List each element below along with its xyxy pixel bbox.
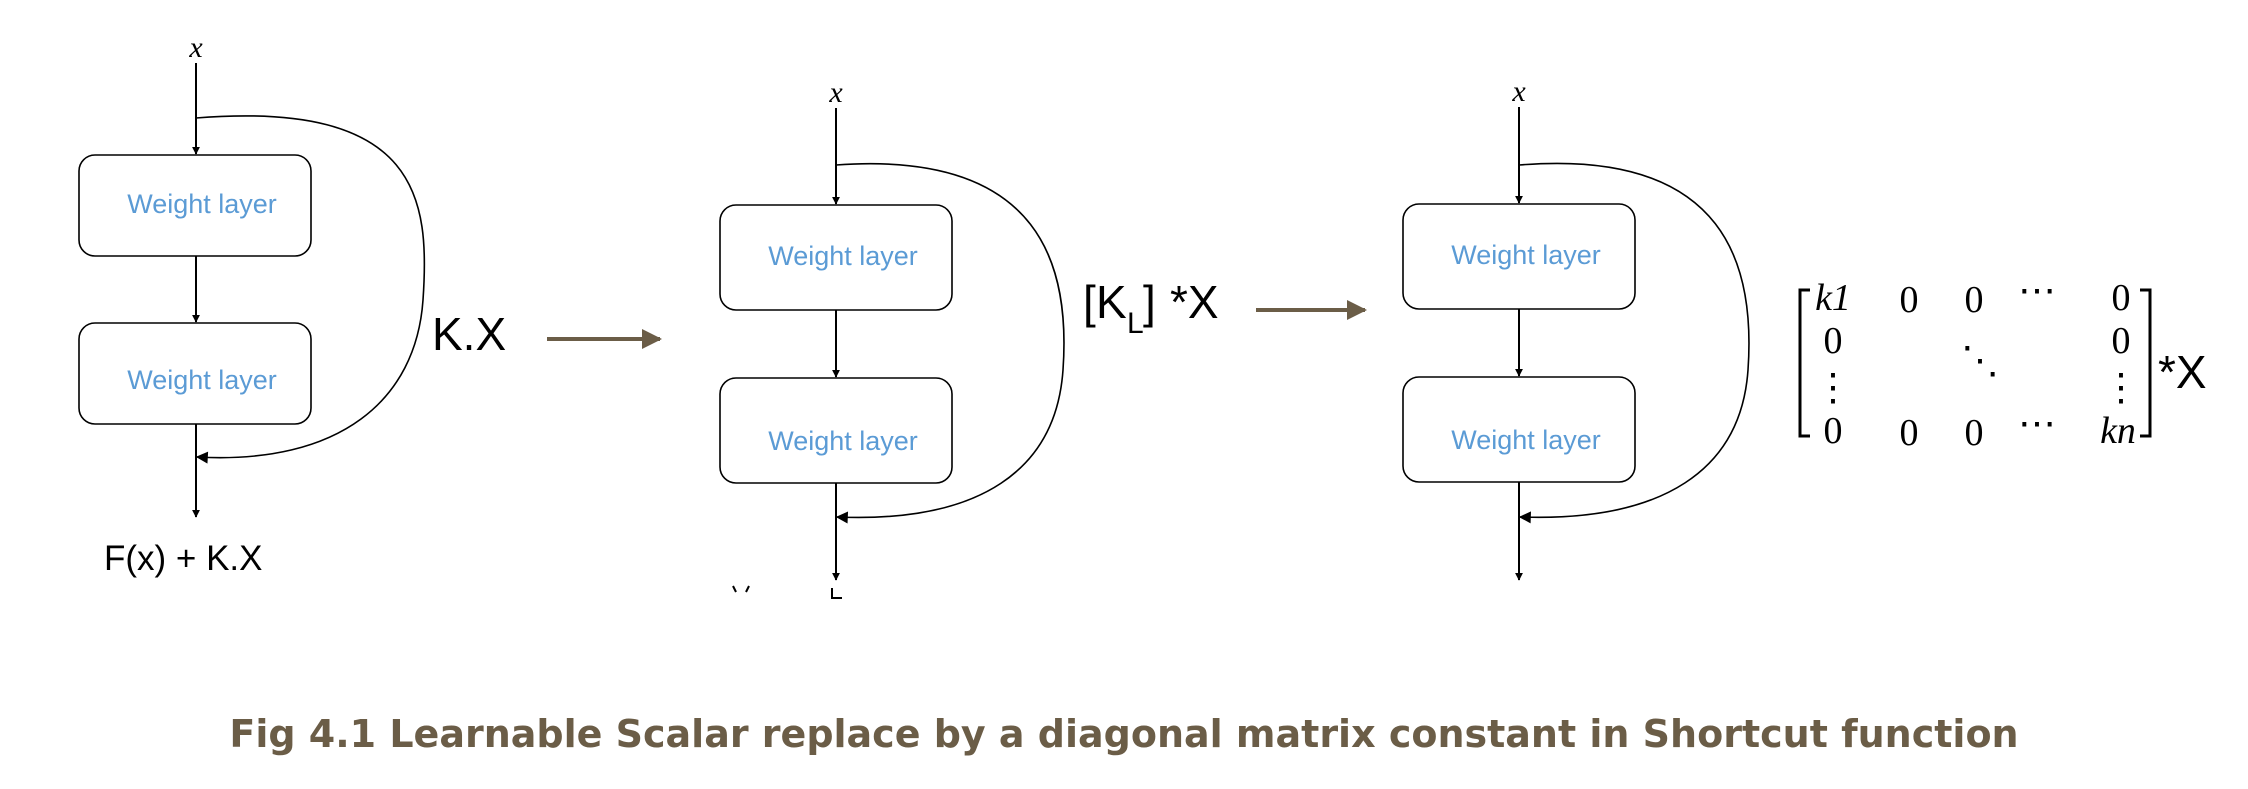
input-label: x [188, 31, 203, 64]
matrix-entry: ⋯ [2018, 270, 2056, 312]
panel-2: x Weight layer Weight layer [ K L ] *X [719, 76, 1219, 599]
bracket-close: ] [1143, 276, 1156, 328]
weight-layer-label: Weight layer [1451, 425, 1601, 455]
shortcut-connection [1518, 162, 1750, 524]
shortcut-suffix: *X [1170, 276, 1219, 328]
matrix-entry: ⋱ [1961, 340, 1999, 382]
matrix-entry: 0 [1824, 410, 1843, 452]
matrix-left-bracket [1798, 288, 1810, 438]
weight-layer-label: Weight layer [768, 426, 918, 456]
weight-layer-label: Weight layer [127, 189, 277, 219]
shortcut-symbol: K [1096, 276, 1127, 328]
matrix-entry: 0 [1965, 412, 1984, 454]
matrix-entry: ⋯ [2018, 403, 2056, 445]
shortcut-label: K.X [432, 308, 506, 360]
shortcut-label: [ K L ] *X [1083, 276, 1219, 340]
matrix-entry: 0 [1900, 412, 1919, 454]
shortcut-connection [835, 162, 1065, 524]
input-label: x [828, 76, 843, 109]
bracket-open: [ [1083, 276, 1096, 328]
input-label: x [1511, 75, 1526, 108]
matrix-entry: k1 [1815, 277, 1851, 319]
matrix-entry: kn [2100, 410, 2136, 452]
panel-3: x Weight layer Weight layer [1402, 75, 1750, 581]
diagonal-matrix: k1 0 0 ⋯ 0 0 ⋱ 0 ⋮ ⋮ 0 0 0 ⋯ kn *X [1798, 270, 2207, 454]
shortcut-subscript: L [1127, 307, 1144, 340]
matrix-entry: 0 [1900, 279, 1919, 321]
output-label: F(x) + K.X [104, 539, 263, 578]
matrix-entry: ⋮ [1814, 367, 1852, 409]
matrix-entry: 0 [1824, 320, 1843, 362]
weight-layer-label: Weight layer [127, 365, 277, 395]
weight-layer-label: Weight layer [768, 241, 918, 271]
matrix-entry: ⋮ [2102, 367, 2140, 409]
matrix-entry: 0 [2112, 277, 2131, 319]
panel-1: x Weight layer Weight layer K.X F(x) + K… [78, 31, 506, 578]
weight-layer-label: Weight layer [1451, 240, 1601, 270]
shortcut-connection [195, 115, 426, 464]
matrix-entry: 0 [2112, 320, 2131, 362]
matrix-suffix: *X [2158, 346, 2207, 398]
matrix-right-bracket [2140, 288, 2152, 438]
figure-caption: Fig 4.1 Learnable Scalar replace by a di… [229, 712, 2019, 756]
matrix-entry: 0 [1965, 279, 1984, 321]
clipped-text-fragment [732, 585, 842, 599]
